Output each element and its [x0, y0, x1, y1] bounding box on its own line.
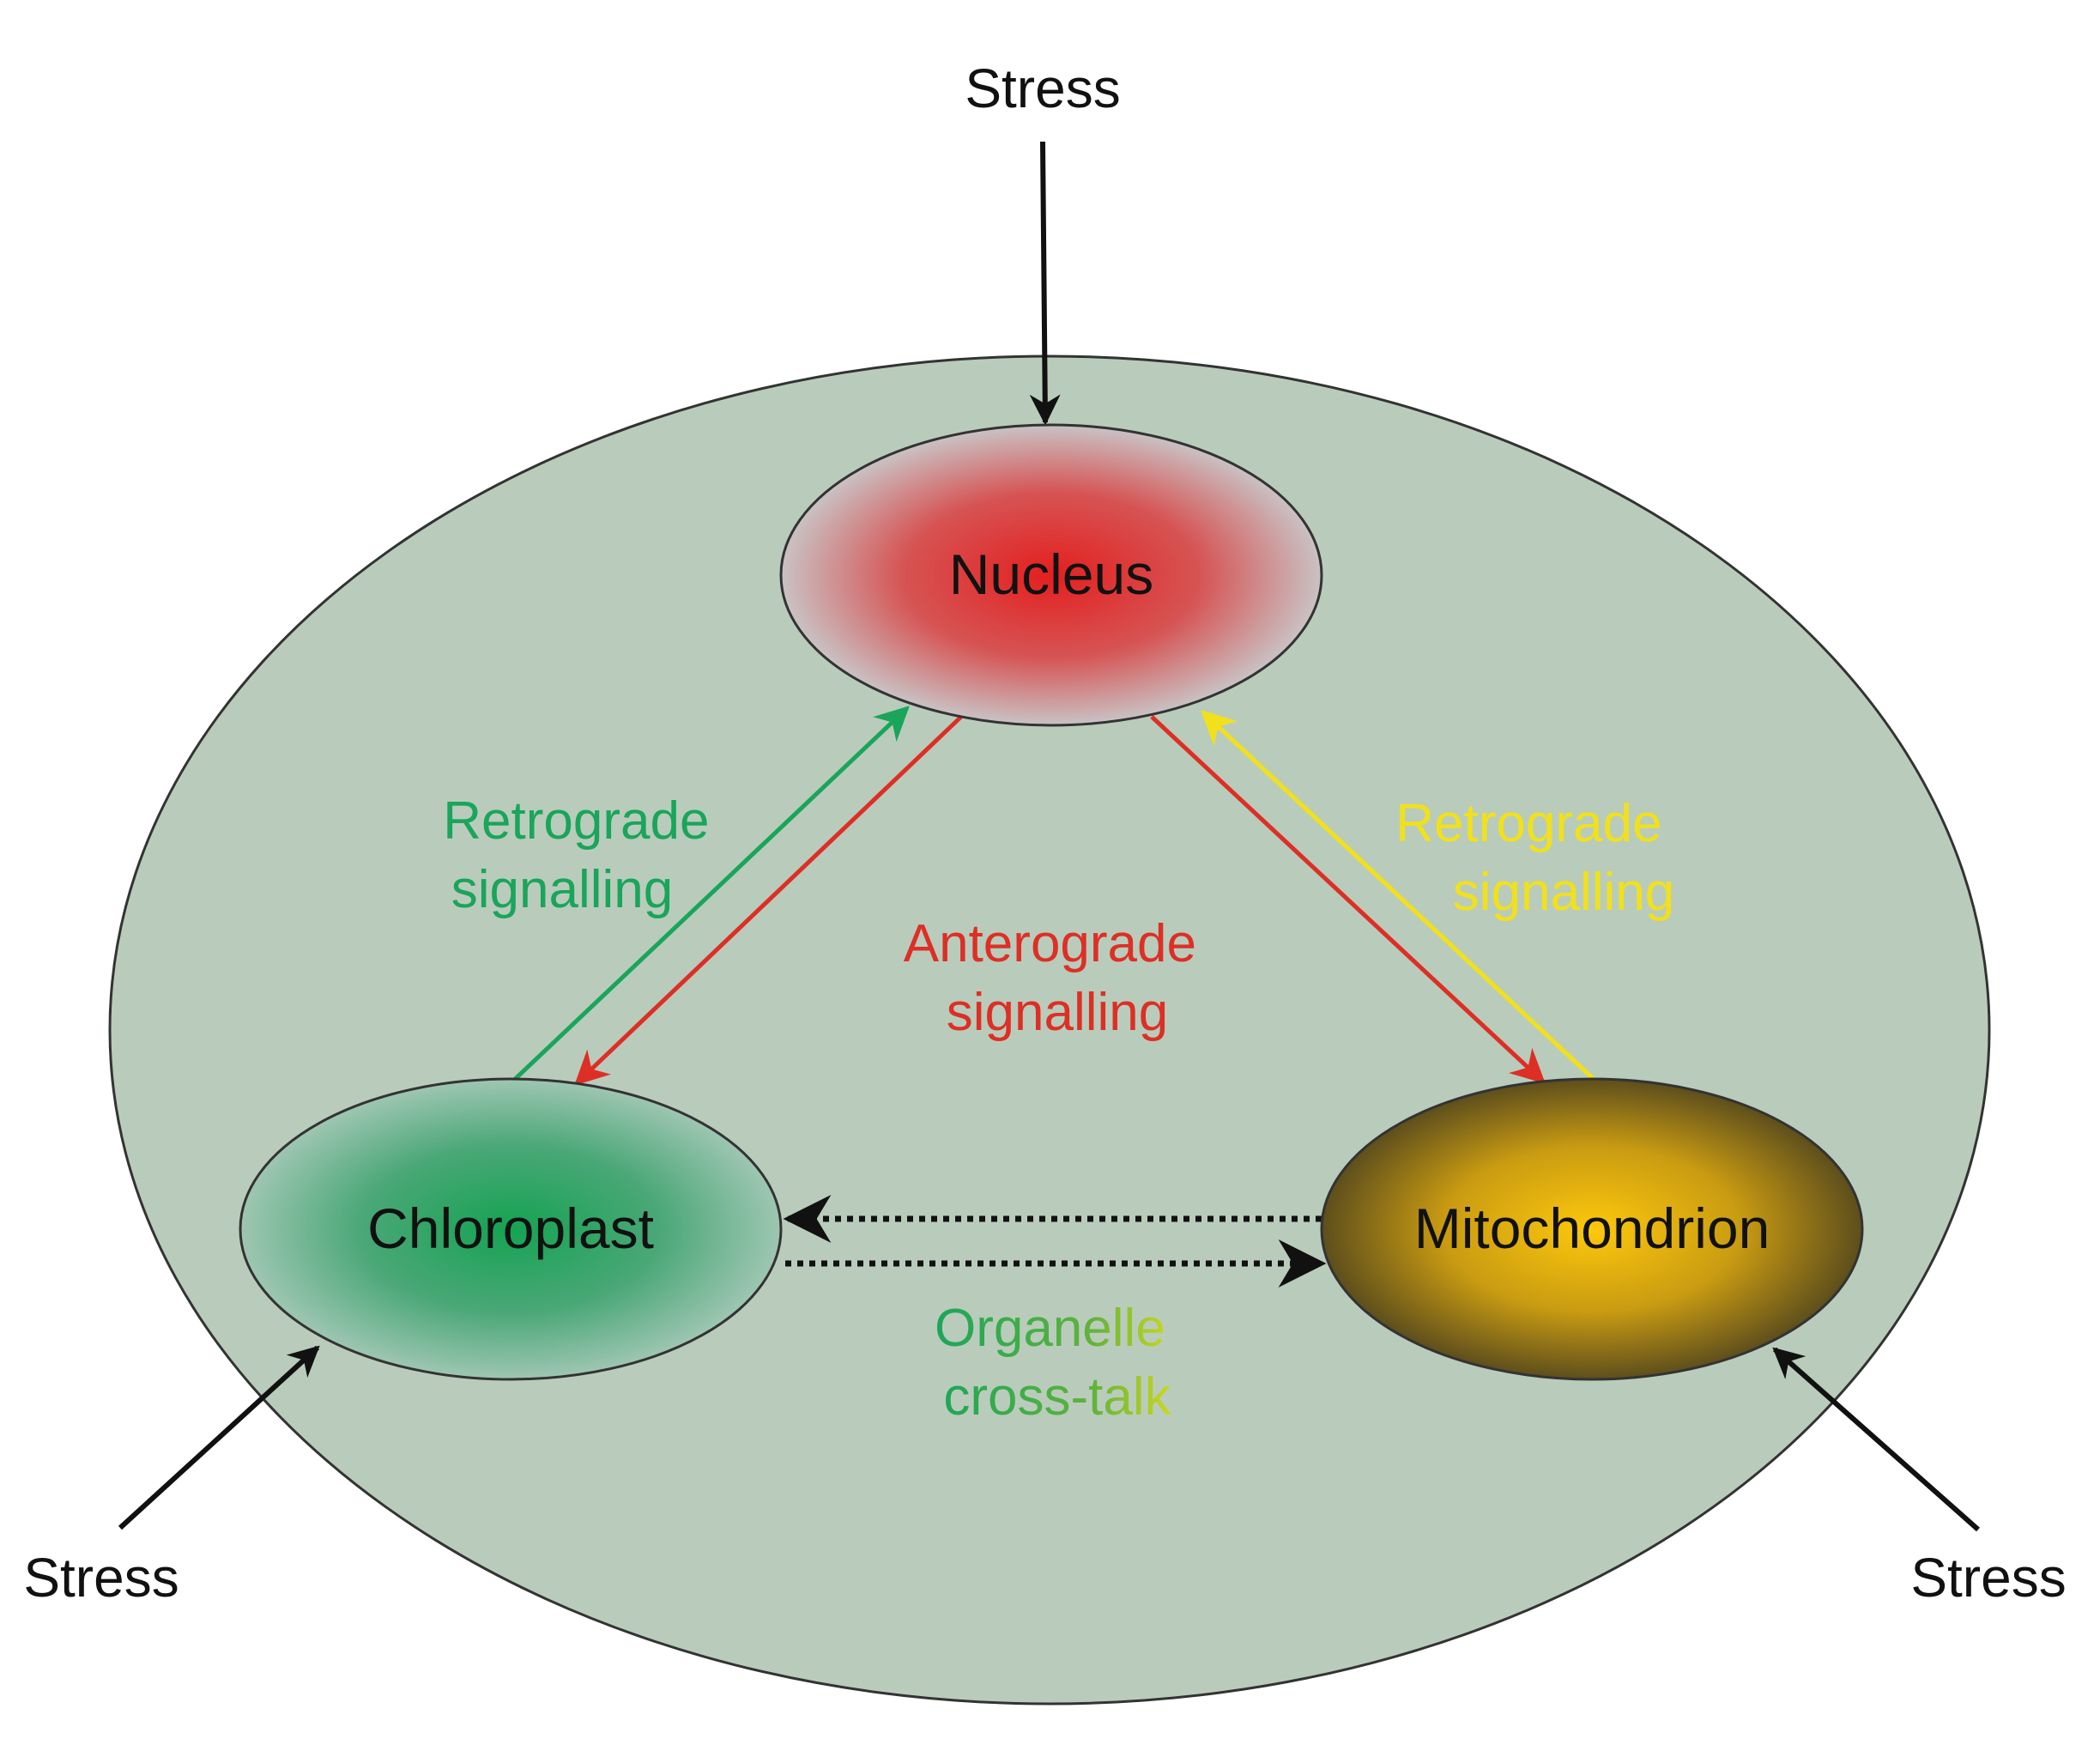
chloroplast	[239, 1077, 783, 1381]
anterograde-chloroplast-arrow	[574, 715, 963, 1086]
stress-arrow-left	[118, 1345, 320, 1530]
nucleus	[779, 423, 1323, 727]
retrograde-mitochondrion-arrow	[1201, 710, 1600, 1085]
mitochondrion-label: Mitochondrion	[1414, 1197, 1770, 1260]
stress-arrow-top	[1029, 141, 1061, 426]
retrograde-mitochondrion-label: Retrograde signalling	[1395, 794, 1676, 922]
stress-label-right: Stress	[1910, 1547, 2066, 1609]
crosstalk-label: Organelle cross-talk	[935, 1299, 1180, 1427]
chloroplast-label: Chloroplast	[367, 1197, 654, 1260]
stress-label-left: Stress	[23, 1547, 179, 1609]
mitochondrion	[1320, 1077, 1864, 1381]
stress-arrow-right	[1772, 1347, 1980, 1532]
anterograde-mitochondrion-arrow	[1150, 715, 1546, 1084]
retrograde-chloroplast-label: Retrograde signalling	[443, 791, 723, 919]
nucleus-label: Nucleus	[949, 542, 1153, 606]
retrograde-chloroplast-arrow	[509, 706, 910, 1085]
stress-label-top: Stress	[965, 58, 1120, 119]
anterograde-label: Anterograde signalling	[904, 914, 1211, 1042]
